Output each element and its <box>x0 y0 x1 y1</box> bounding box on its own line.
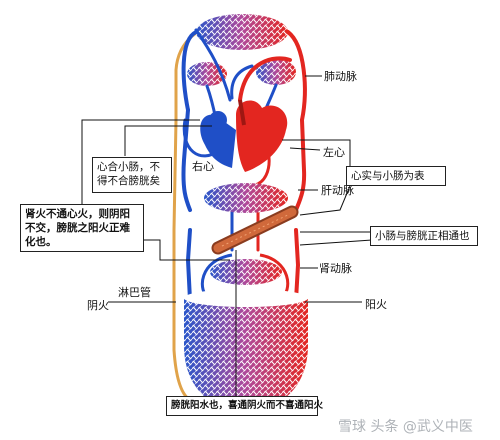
label-kidney-artery: 肾动脉 <box>319 262 352 275</box>
box-bladder-yang: 膀胱阳水也，喜通阴火而不喜通阳火 <box>166 396 323 416</box>
label-lymph-duct: 淋巴管 <box>118 286 151 299</box>
label-pulmonary-vein: 肺动脉 <box>324 70 357 83</box>
box-heart-small-intestine: 心合小肠，不得不合膀胱矣 <box>92 157 172 193</box>
box-heart-solid: 心实与小肠为表 <box>346 166 446 186</box>
box-small-intestine-bladder: 小肠与膀胱正相通也 <box>370 226 478 246</box>
watermark: 雪球 头条 @武义中医 <box>338 419 473 435</box>
label-yang-fire: 阳火 <box>365 298 387 311</box>
small-intestine <box>211 205 299 255</box>
lower-body-capillary-bed <box>184 289 308 412</box>
heart <box>200 99 288 172</box>
label-yin-fire: 阴火 <box>87 299 109 312</box>
kidney-capillary-bed <box>210 259 282 285</box>
lung-capillary-bed <box>196 14 288 50</box>
label-left-heart: 左心 <box>323 146 345 159</box>
upper-right-capillary <box>256 59 296 85</box>
box-kidney-fire: 肾火不通心火，则阴阳不交，膀胱之阳火正难化也。 <box>20 204 144 252</box>
liver-capillary-bed <box>204 183 288 213</box>
label-right-heart: 右心 <box>192 160 214 173</box>
label-liver-artery: 肝动脉 <box>321 184 354 197</box>
